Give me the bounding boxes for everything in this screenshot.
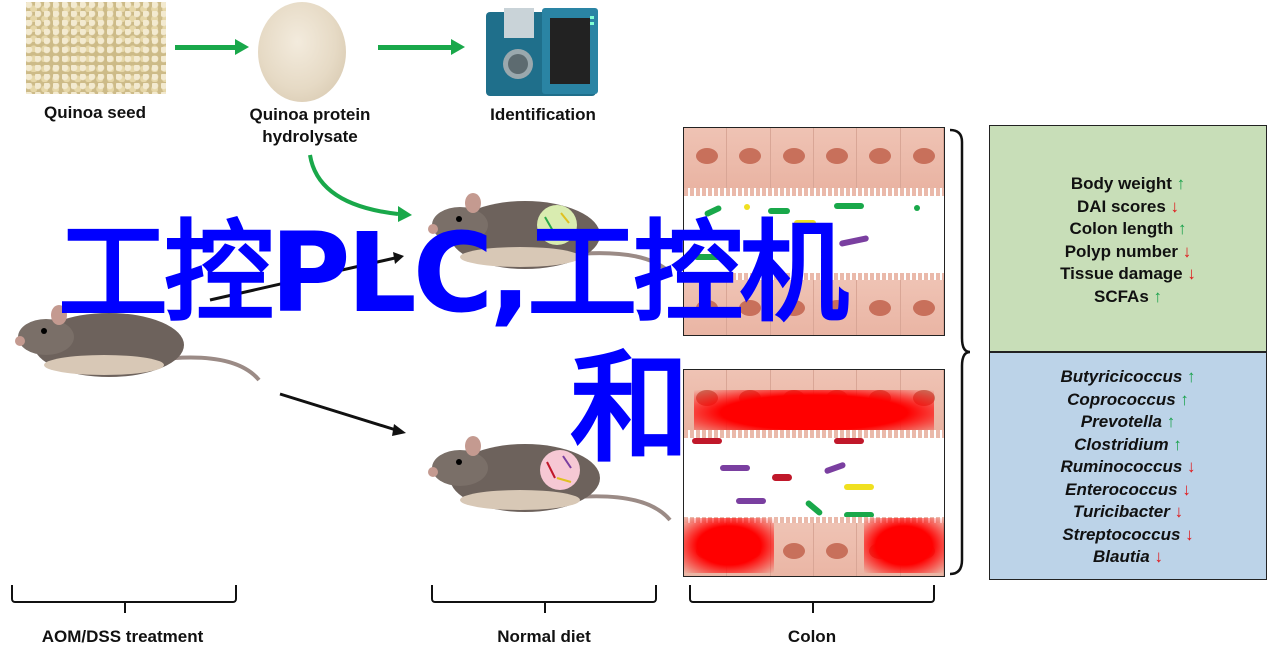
outcomes-box: Body weight ↑DAI scores ↓Colon length ↑P… bbox=[989, 125, 1267, 352]
outcome-item-label: Colon length bbox=[1069, 219, 1174, 238]
vertical-brace bbox=[949, 128, 971, 576]
genus-item: Turicibacter ↓ bbox=[990, 501, 1266, 524]
outcome-item-label: Tissue damage bbox=[1060, 264, 1183, 283]
label-line-2: hydrolysate bbox=[262, 127, 358, 146]
arrow-down-icon: ↓ bbox=[1178, 241, 1192, 261]
genus-item-label: Turicibacter bbox=[1072, 502, 1170, 521]
brace-colon bbox=[689, 585, 935, 613]
genus-item-label: Coprococcus bbox=[1067, 389, 1176, 409]
quinoa-seed-image bbox=[26, 2, 166, 94]
arrow-down-icon: ↓ bbox=[1169, 502, 1184, 521]
gut-microbiota-healthy bbox=[537, 205, 577, 245]
genus-item-label: Streptococcus bbox=[1062, 524, 1181, 544]
arrow-down-icon: ↓ bbox=[1180, 524, 1194, 544]
genus-item: Butyricicoccus ↑ bbox=[990, 366, 1266, 389]
genus-item: Coprococcus ↑ bbox=[990, 389, 1266, 412]
microbiota-box: Butyricicoccus ↑Coprococcus ↑Prevotella … bbox=[989, 352, 1267, 580]
gut-microbiota-dysbiosis bbox=[540, 450, 580, 490]
genus-item-label: Prevotella bbox=[1080, 412, 1163, 431]
genus-item-label: Enterococcus bbox=[1065, 479, 1178, 499]
arrow-up-icon: ↑ bbox=[1162, 412, 1176, 431]
genus-item: Ruminococcus ↓ bbox=[990, 456, 1266, 479]
flow-arrow-1 bbox=[175, 39, 249, 55]
outcome-item-label: SCFAs bbox=[1093, 286, 1149, 306]
mouse-aom-dss-icon bbox=[15, 305, 261, 382]
microbiota-list: Butyricicoccus ↑Coprococcus ↑Prevotella … bbox=[990, 366, 1266, 569]
mouse-normal-diet-icon bbox=[428, 193, 672, 275]
outcome-item: Polyp number ↓ bbox=[990, 241, 1266, 264]
colon-label: Colon bbox=[787, 627, 837, 646]
genus-item-label: Clostridium bbox=[1074, 434, 1169, 454]
protein-powder-image bbox=[258, 2, 346, 102]
overlay-watermark-line1: 工控PLC,工控机 bbox=[58, 209, 849, 337]
genus-item-label: Blautia bbox=[1093, 547, 1150, 566]
brace-treatment bbox=[11, 585, 237, 613]
genus-item: Clostridium ↑ bbox=[990, 434, 1266, 457]
outcome-item: Colon length ↑ bbox=[990, 218, 1266, 241]
arrow-to-treated bbox=[279, 392, 397, 432]
colon-panel-inflamed bbox=[683, 369, 945, 577]
protein-hydrolysate-label: Quinoa protein hydrolysate bbox=[220, 104, 400, 148]
green-curve-arrow bbox=[308, 154, 399, 216]
outcomes-list: Body weight ↑DAI scores ↓Colon length ↑P… bbox=[990, 173, 1266, 308]
arrow-up-icon: ↑ bbox=[1175, 389, 1189, 409]
overlay-watermark-line2: 和 bbox=[570, 340, 690, 479]
genus-item-label: Ruminococcus bbox=[1060, 457, 1183, 476]
genus-item: Prevotella ↑ bbox=[990, 411, 1266, 434]
outcome-item: Tissue damage ↓ bbox=[990, 263, 1266, 286]
inflammation-bottom-right bbox=[864, 518, 944, 573]
arrow-up-icon: ↑ bbox=[1171, 174, 1186, 193]
genus-item-label: Butyricicoccus bbox=[1060, 367, 1183, 386]
outcome-item: DAI scores ↓ bbox=[990, 196, 1266, 219]
genus-item: Enterococcus ↓ bbox=[990, 479, 1266, 502]
genus-item: Streptococcus ↓ bbox=[990, 524, 1266, 547]
mouse-treated-icon bbox=[428, 436, 672, 522]
arrow-down-icon: ↓ bbox=[1165, 196, 1180, 216]
treatment-label: AOM/DSS treatment bbox=[41, 627, 204, 646]
arrow-down-icon: ↓ bbox=[1177, 479, 1191, 499]
flow-arrow-2 bbox=[378, 39, 465, 55]
colon-panel-healthy bbox=[683, 127, 945, 336]
arrow-down-icon: ↓ bbox=[1182, 264, 1196, 283]
arrow-up-icon: ↑ bbox=[1182, 367, 1196, 386]
arrow-up-icon: ↑ bbox=[1168, 434, 1182, 454]
outcome-item: Body weight ↑ bbox=[990, 173, 1266, 196]
arrow-down-icon: ↓ bbox=[1149, 547, 1163, 566]
quinoa-seed-label: Quinoa seed bbox=[43, 103, 147, 122]
inflammation-bottom-left bbox=[684, 518, 774, 573]
arrow-up-icon: ↑ bbox=[1148, 286, 1163, 306]
epithelium-bottom bbox=[684, 280, 944, 335]
green-arrowhead bbox=[398, 206, 412, 222]
label-line-1: Quinoa protein bbox=[249, 105, 371, 124]
inflammation-top bbox=[694, 390, 934, 435]
outcome-item-label: Body weight bbox=[1070, 174, 1172, 193]
genus-item: Blautia ↓ bbox=[990, 546, 1266, 569]
mass-spectrometer-icon bbox=[486, 8, 598, 96]
arrow-down-icon: ↓ bbox=[1182, 457, 1196, 476]
epithelium-top bbox=[684, 128, 944, 190]
connector-arrows bbox=[209, 154, 412, 436]
brace-diet bbox=[431, 585, 657, 613]
arrow-to-normal-diet bbox=[209, 256, 396, 302]
diet-label: Normal diet bbox=[497, 627, 591, 646]
outcome-item: SCFAs ↑ bbox=[990, 286, 1266, 309]
outcome-item-label: Polyp number bbox=[1064, 241, 1179, 261]
outcome-item-label: DAI scores bbox=[1076, 196, 1166, 216]
arrow-up-icon: ↑ bbox=[1173, 219, 1187, 238]
identification-label: Identification bbox=[490, 105, 596, 124]
